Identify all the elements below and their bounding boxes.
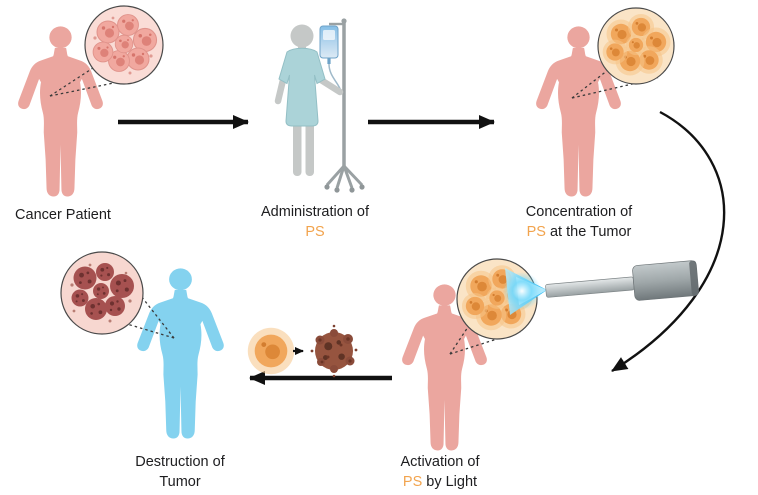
light-probe	[503, 260, 699, 315]
label-administration: Administration of PS	[248, 202, 382, 242]
step1-label: Cancer Patient	[15, 207, 111, 223]
probe-handle	[632, 260, 699, 301]
label-destruction: Destruction of Tumor	[115, 452, 245, 492]
step5-line1: Destruction of	[135, 454, 225, 470]
tumor-callout-lines-5	[126, 295, 175, 339]
iv-bag	[319, 25, 342, 92]
ps-text: PS	[526, 224, 546, 240]
dead-cell-icon	[310, 324, 358, 378]
step5-line2: Tumor	[159, 474, 201, 490]
step4-line1: Activation of	[400, 454, 480, 470]
step2-line1: Administration of	[261, 204, 369, 220]
arrow-step3-to-step4	[611, 110, 726, 373]
step3-line2-rest: at the Tumor	[545, 224, 632, 240]
ps-cells-magnified	[597, 7, 675, 85]
ps-text: PS	[402, 474, 423, 490]
step3-line2: PS at the Tumor	[503, 222, 655, 242]
probe-rod	[545, 276, 635, 298]
light-glow	[503, 272, 541, 310]
tumor-cells-magnified	[84, 5, 164, 85]
ps-cell-icon	[247, 327, 295, 375]
patient-body	[274, 24, 344, 176]
iv-patient	[274, 18, 365, 193]
iv-stand-base	[324, 164, 365, 193]
label-concentration: Concentration of PS at the Tumor	[503, 202, 655, 242]
destruction-figure	[137, 268, 224, 439]
label-cancer-patient: Cancer Patient	[0, 205, 126, 225]
step3-line1: Concentration of	[525, 204, 633, 220]
step4-line2: PS by Light	[372, 472, 508, 492]
ps-text: PS	[305, 224, 325, 240]
step2-line2: PS	[248, 222, 382, 242]
cell-death-inset	[247, 324, 358, 378]
label-activation: Activation of PS by Light	[372, 452, 508, 492]
destroyed-tumor-magnified	[60, 251, 144, 335]
hospital-gown	[278, 47, 326, 127]
step4-line2-rest: by Light	[422, 474, 478, 490]
